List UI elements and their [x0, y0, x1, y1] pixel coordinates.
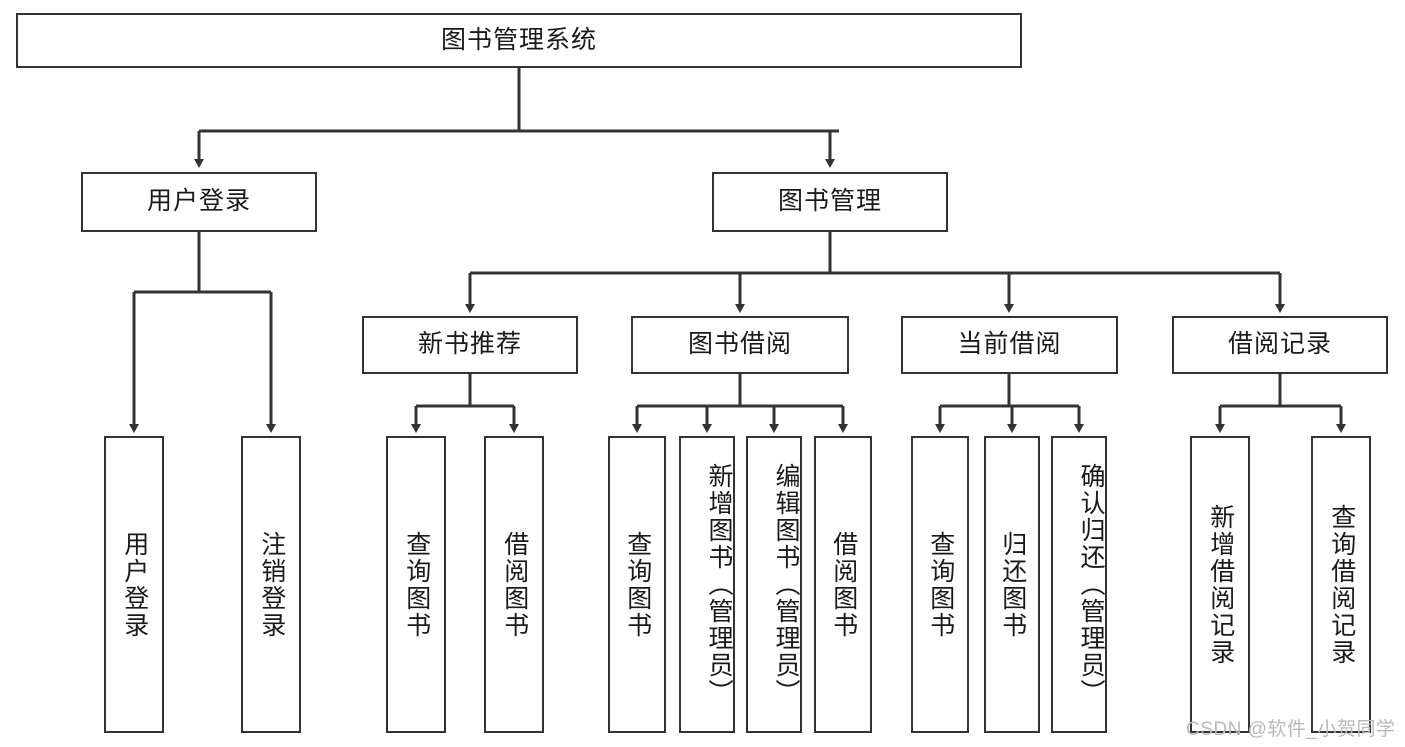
leaf-query-books-borrow[interactable]: 查询图书: [608, 436, 666, 733]
leaf-edit-book-admin[interactable]: 编辑图书（管理员）: [746, 436, 802, 733]
leaf-logout[interactable]: 注销登录: [241, 436, 301, 733]
watermark-text: CSDN @软件_小贺同学: [1186, 719, 1396, 740]
leaf-add-borrow-record[interactable]: 新增借阅记录: [1190, 436, 1250, 733]
node-new-book-recommend[interactable]: 新书推荐: [362, 316, 578, 374]
leaf-query-borrow-record[interactable]: 查询借阅记录: [1311, 436, 1371, 733]
node-borrow-records[interactable]: 借阅记录: [1172, 316, 1388, 374]
node-book-borrow[interactable]: 图书借阅: [631, 316, 849, 374]
node-current-borrow[interactable]: 当前借阅: [901, 316, 1118, 374]
leaf-borrow-books[interactable]: 借阅图书: [814, 436, 872, 733]
leaf-query-books-new[interactable]: 查询图书: [386, 436, 446, 733]
node-user-login[interactable]: 用户登录: [81, 172, 317, 232]
leaf-borrow-books-new[interactable]: 借阅图书: [484, 436, 544, 733]
node-root[interactable]: 图书管理系统: [16, 13, 1022, 68]
leaf-user-login[interactable]: 用户登录: [104, 436, 164, 733]
leaf-add-book-admin[interactable]: 新增图书（管理员）: [679, 436, 735, 733]
leaf-return-books[interactable]: 归还图书: [984, 436, 1040, 733]
node-book-management[interactable]: 图书管理: [712, 172, 948, 232]
leaf-query-books-current[interactable]: 查询图书: [911, 436, 969, 733]
leaf-confirm-return-admin[interactable]: 确认归还（管理员）: [1051, 436, 1107, 733]
